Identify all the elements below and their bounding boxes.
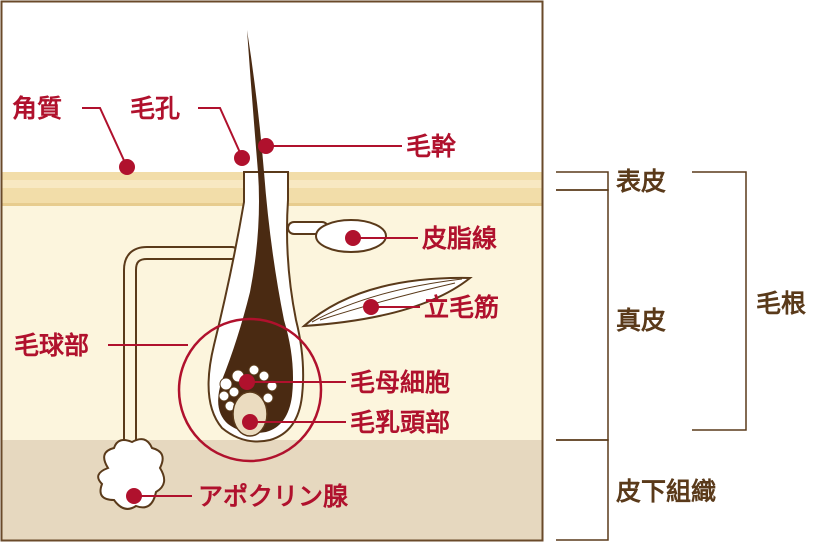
marker-mobosaibo [239, 374, 255, 390]
bracket-subcutis [556, 440, 608, 540]
label-mobosaibo: 毛母細胞 [350, 368, 450, 397]
label-epidermis: 表皮 [616, 167, 666, 196]
label-dermis: 真皮 [616, 306, 666, 335]
layer-labels: 表皮 真皮 皮下組織 毛根 [612, 160, 822, 506]
label-kakushitsu: 角質 [12, 94, 62, 123]
marker-moko [234, 150, 250, 166]
marker-kakushitsu [119, 159, 135, 175]
marker-rimokin [363, 299, 379, 315]
label-subcutis: 皮下組織 [616, 477, 716, 506]
label-nyutobu: 毛乳頭部 [350, 408, 450, 437]
marker-apokurin [126, 488, 142, 504]
marker-nyutobu [242, 414, 258, 430]
bracket-hair-root [692, 172, 746, 430]
label-mokyubu: 毛球部 [14, 331, 89, 360]
label-rimokin: 立毛筋 [424, 293, 499, 322]
label-hishisen: 皮脂線 [422, 224, 497, 253]
label-hair-root: 毛根 [756, 289, 806, 318]
marker-mokan [258, 138, 274, 154]
label-apokurin: アポクリン腺 [198, 482, 349, 511]
marker-hishisen [345, 230, 361, 246]
label-mokan: 毛幹 [406, 132, 457, 161]
bracket-epidermis [556, 172, 608, 190]
label-moko: 毛孔 [130, 94, 180, 123]
bracket-dermis [556, 190, 608, 440]
